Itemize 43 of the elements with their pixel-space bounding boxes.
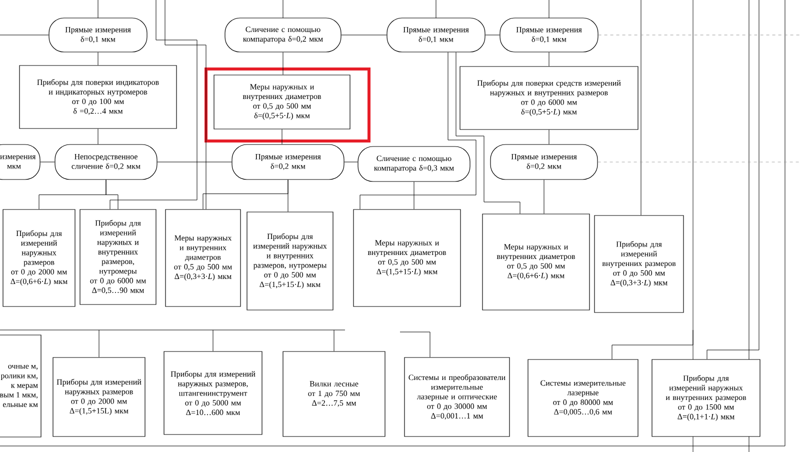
connector-line xyxy=(548,52,550,66)
connector-line xyxy=(164,0,206,210)
process-box: Приборы для измерений наружных и внутренних размеров от 0 до 1500 мм Δ=(0,1+1·L) мкм xyxy=(652,359,760,437)
process-box: Приборы для измерений наружных размеров от 0 до 2000 мм Δ=(1,5+15L) мкм xyxy=(52,357,146,437)
connector-line xyxy=(98,330,100,358)
process-box: Приборы для измерений внутренних размеров от 0 до 500 мм Δ=(0,3+3·L) мкм xyxy=(594,215,684,313)
connector-line xyxy=(485,34,500,36)
rounded-box: Сличение с помощью компаратора δ=0,2 мкм xyxy=(224,18,342,52)
process-box: Системы и преобразователи измерительные лазерные и оптические от 0 до 30000 мм Δ=0,001…1 мм xyxy=(404,357,510,437)
connector-line xyxy=(706,320,760,360)
process-box: Меры наружных и внутренних диаметров от 0,5 до 500 мм δ=(0,5+5·L) мкм xyxy=(214,74,350,130)
connector-line xyxy=(282,52,284,75)
connector-line xyxy=(110,0,198,210)
process-box: Приборы для измерений наружных и внутренних размеров, нутромеры от 0 до 500 мм Δ=(1,5+15·L) мкм xyxy=(246,212,334,310)
connector-line xyxy=(341,34,387,36)
process-box: очные м, ролики км, к мерам вым 1 мкм, ельные км xyxy=(0,334,42,438)
connector-line xyxy=(456,52,520,214)
rounded-box: Прямые измерения δ=0,1 мкм xyxy=(386,18,486,52)
process-box: Приборы для поверки индикаторов и индикаторных нутромеров от 0 до 100 мм δ =0,2…4 мкм xyxy=(19,65,177,129)
process-box: Приборы для измерений наружных размеров, штангенинструмент от 0 до 5000 мм Δ=10…600 мкм xyxy=(164,351,262,435)
rounded-box: Сличение с помощью компаратора δ=0,3 мкм xyxy=(358,146,470,182)
connector-line xyxy=(548,130,550,144)
rounded-box: Прямые измерения δ=0,2 мкм xyxy=(232,144,344,180)
rounded-box: Прямые измерения δ=0,1 мкм xyxy=(48,18,148,52)
rounded-box: Непосредственное сличение δ=0,2 мкм xyxy=(54,144,158,180)
process-box: Приборы для измерений наружных и внутренних размеров, нутромеры от 0 до 6000 мм Δ=0,5…90 мкм xyxy=(80,209,156,305)
process-box: Вилки лесные от 1 до 750 мм Δ=2…7,5 мм xyxy=(282,351,386,437)
process-box: Меры наружных и внутренних диаметров от 0,5 до 500 мм Δ=(1,5+15·L) мкм xyxy=(353,209,461,307)
process-box: Приборы для измерений наружных размеров от 0 до 2000 мм Δ=(0,6+6·L) мкм xyxy=(2,209,76,307)
rounded-box: измерения мкм xyxy=(0,144,40,180)
rounded-box: Прямые измерения δ=0,2 мкм xyxy=(490,144,598,180)
process-box: Меры наружных и внутренних диаметров от 0,5 до 500 мм Δ=(0,3+3·L) мкм xyxy=(165,209,241,307)
process-box: Меры наружных и внутренних диаметров от 0,5 до 500 мм Δ=(0,6+6·L) мкм xyxy=(482,214,590,310)
connector-line xyxy=(212,330,214,352)
process-box: Приборы для поверки средств измерений наружных и внутренних размеров от 0 до 6000 мм δ=(0,5+5·L) мкм xyxy=(460,66,638,130)
connector-line xyxy=(640,0,642,216)
process-box: Системы измерительные лазерные от 0 до 80000 мм Δ=0,005…0,6 мм xyxy=(528,359,638,437)
connector-line xyxy=(598,34,800,36)
connector-line xyxy=(612,330,694,360)
rounded-box: Прямые измерения δ=0,1 мкм xyxy=(500,18,598,52)
connector-line xyxy=(0,34,49,36)
connector-line xyxy=(360,52,476,210)
connector-line xyxy=(106,180,118,210)
